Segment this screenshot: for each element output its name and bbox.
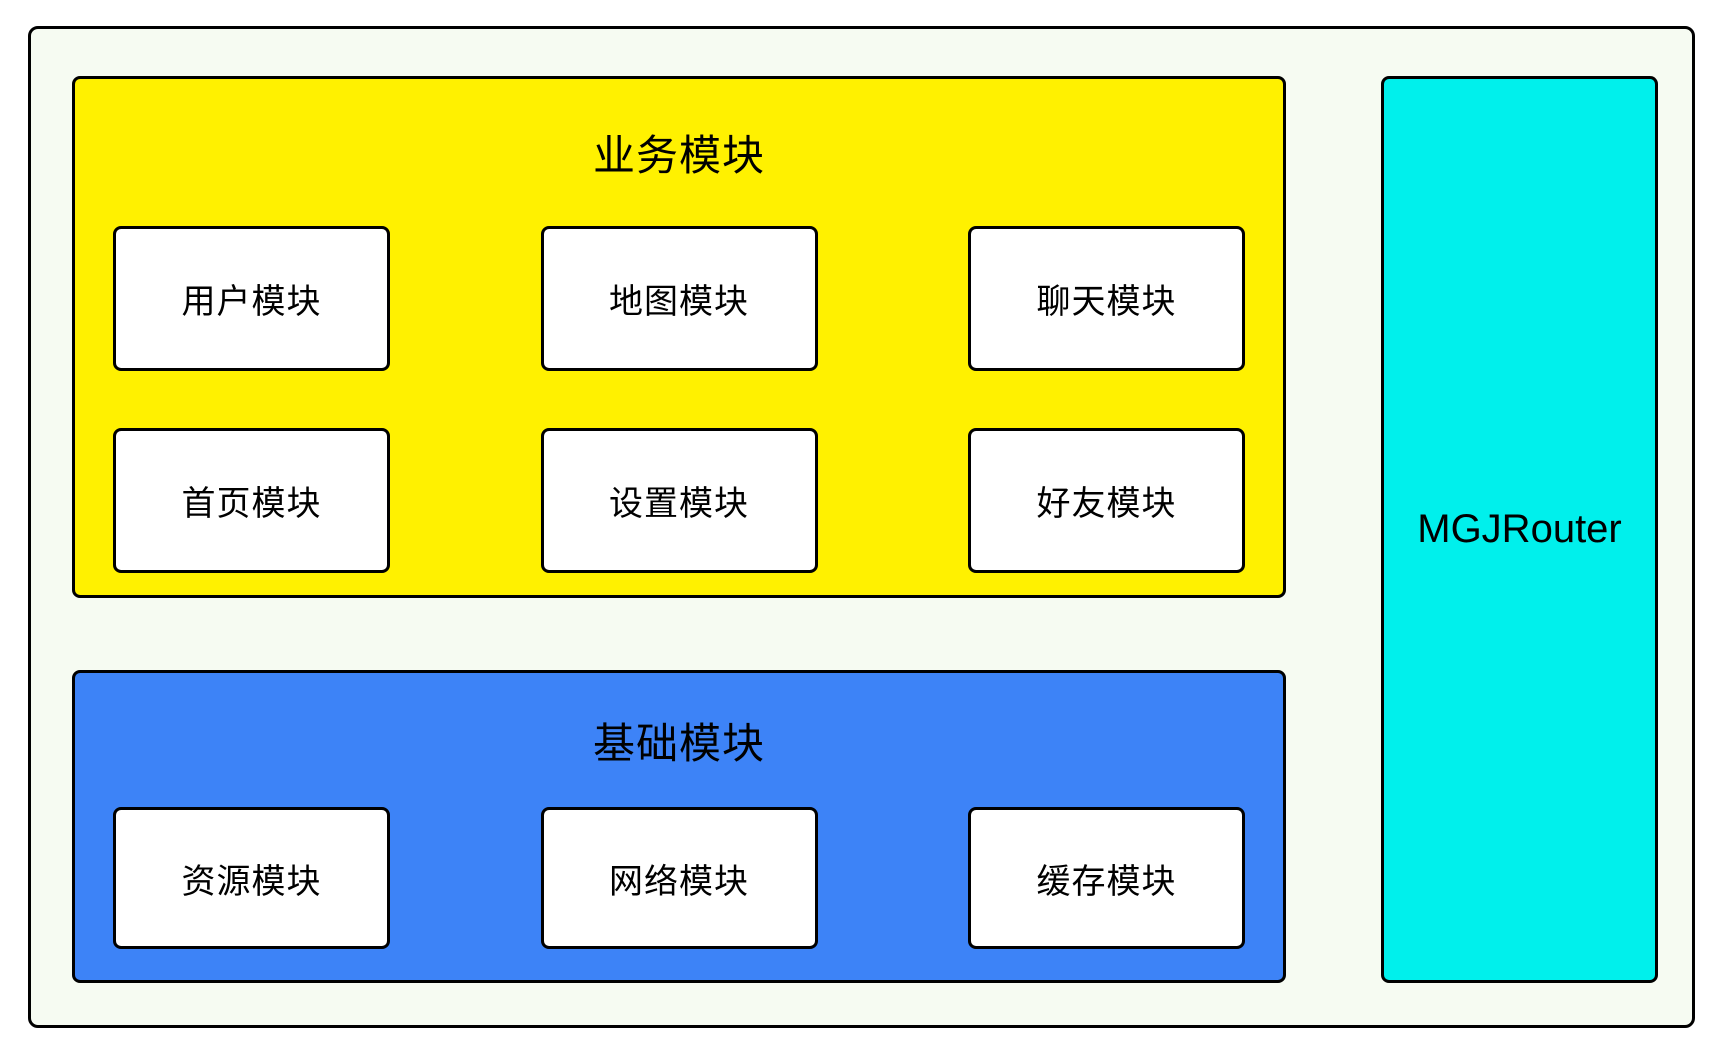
resource-module-label: 资源模块 [181,862,322,901]
mgj-router-box: MGJRouter [1381,76,1658,983]
friends-module-box: 好友模块 [968,428,1245,573]
base-modules-section: 基础模块 资源模块 网络模块 缓存模块 [72,670,1286,983]
settings-module-box: 设置模块 [540,428,818,573]
architecture-diagram-container: 业务模块 用户模块 地图模块 聊天模块 首页模块 设置模块 [28,26,1695,1028]
user-module-label: 用户模块 [181,283,322,321]
resource-module-box: 资源模块 [113,807,390,949]
settings-module-label: 设置模块 [609,485,749,523]
map-module-label: 地图模块 [609,283,749,321]
network-module-box: 网络模块 [540,807,818,949]
chat-module-box: 聊天模块 [968,226,1245,371]
home-module-box: 首页模块 [113,428,390,573]
base-section-title: 基础模块 [592,719,765,767]
base-modules-row: 资源模块 网络模块 缓存模块 [113,807,1245,949]
business-modules-row-1: 用户模块 地图模块 聊天模块 [113,226,1245,371]
business-section-title: 业务模块 [592,132,765,179]
friends-module-label: 好友模块 [1036,485,1177,523]
user-module-box: 用户模块 [113,226,390,371]
network-module-label: 网络模块 [609,862,749,901]
cache-module-box: 缓存模块 [968,807,1245,949]
chat-module-label: 聊天模块 [1036,283,1177,321]
mgj-router-label: MGJRouter [1417,507,1622,551]
map-module-box: 地图模块 [540,226,818,371]
cache-module-label: 缓存模块 [1036,862,1177,901]
home-module-label: 首页模块 [181,485,322,523]
business-modules-section: 业务模块 用户模块 地图模块 聊天模块 首页模块 设置模块 [72,76,1286,598]
business-modules-row-2: 首页模块 设置模块 好友模块 [113,428,1245,573]
